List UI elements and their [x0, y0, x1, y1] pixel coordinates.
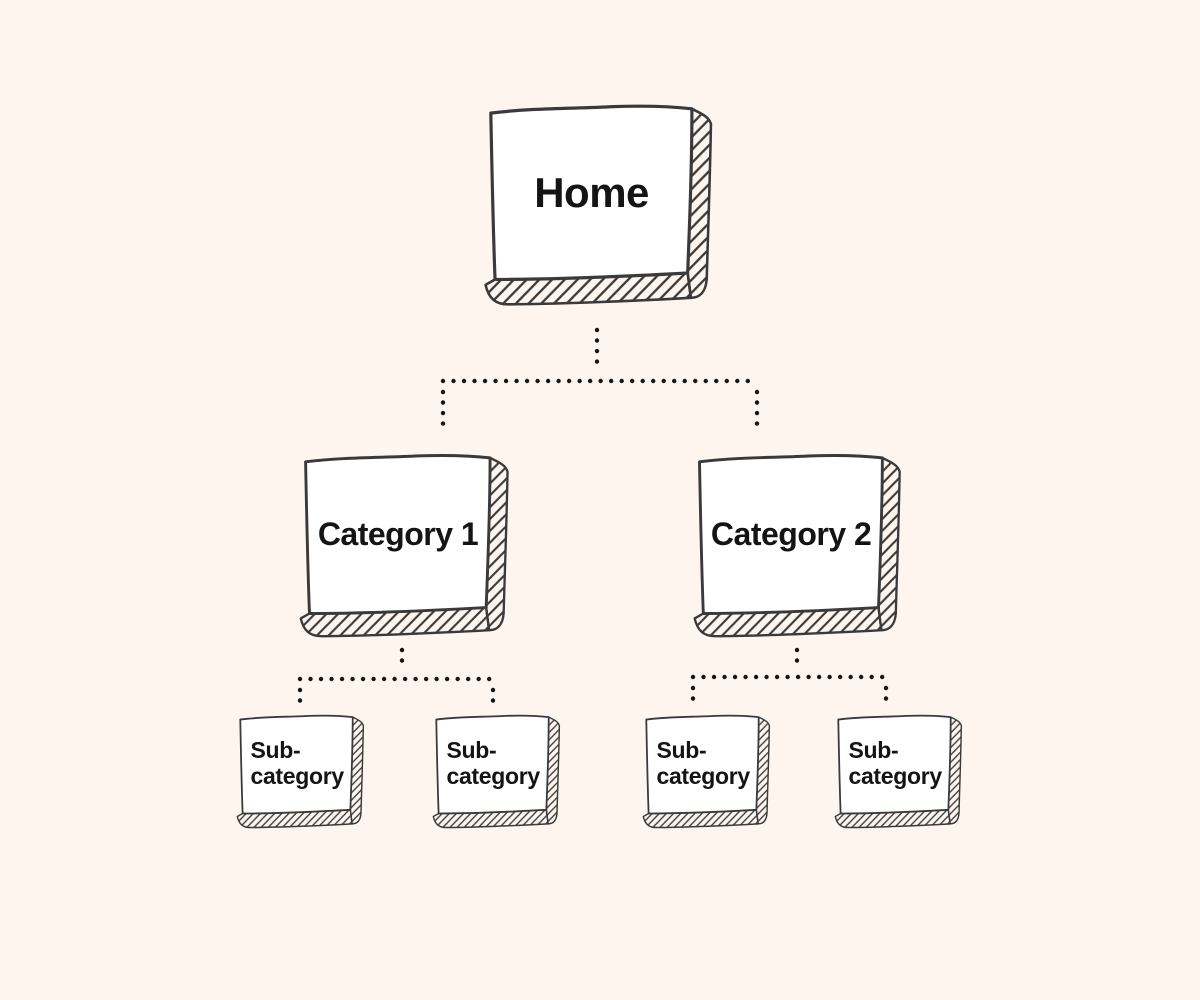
subcategory-label-line2: category — [446, 763, 540, 790]
connector-category2-to-subs — [690, 647, 889, 704]
node-label-subcategory-3: Sub- category — [638, 711, 780, 833]
subcategory-label-line2: category — [250, 763, 344, 790]
node-label-subcategory-2: Sub- category — [428, 711, 570, 833]
subcategory-label-line1: Sub- — [250, 736, 301, 763]
subcategory-label-line1: Sub- — [656, 736, 707, 763]
node-subcategory-2: Sub- category — [428, 711, 570, 833]
sketch-box — [642, 714, 771, 829]
subcategory-label-line1: Sub- — [446, 736, 497, 763]
node-label-category-1: Category 1 — [317, 516, 479, 553]
node-subcategory-3: Sub- category — [638, 711, 780, 833]
node-label-category-2: Category 2 — [710, 516, 872, 553]
sketch-box — [432, 714, 561, 829]
node-label-home: Home — [534, 169, 649, 217]
sketch-box — [834, 714, 963, 829]
node-home: Home — [476, 98, 730, 314]
subcategory-label-line2: category — [656, 763, 750, 790]
node-category-1: Category 1 — [292, 448, 525, 645]
node-category-2: Category 2 — [686, 448, 917, 645]
subcategory-label-line1: Sub- — [848, 736, 899, 763]
subcategory-label-line2: category — [848, 763, 942, 790]
node-label-subcategory-4: Sub- category — [830, 711, 972, 833]
node-subcategory-1: Sub- category — [232, 711, 374, 833]
connector-category1-to-subs — [297, 647, 496, 706]
sketch-box — [693, 454, 901, 638]
sketch-box — [236, 714, 365, 829]
connector-home-to-categories — [440, 327, 760, 436]
node-subcategory-4: Sub- category — [830, 711, 972, 833]
sketch-box — [299, 454, 509, 638]
sketch-box — [484, 104, 713, 306]
node-label-subcategory-1: Sub- category — [232, 711, 374, 833]
